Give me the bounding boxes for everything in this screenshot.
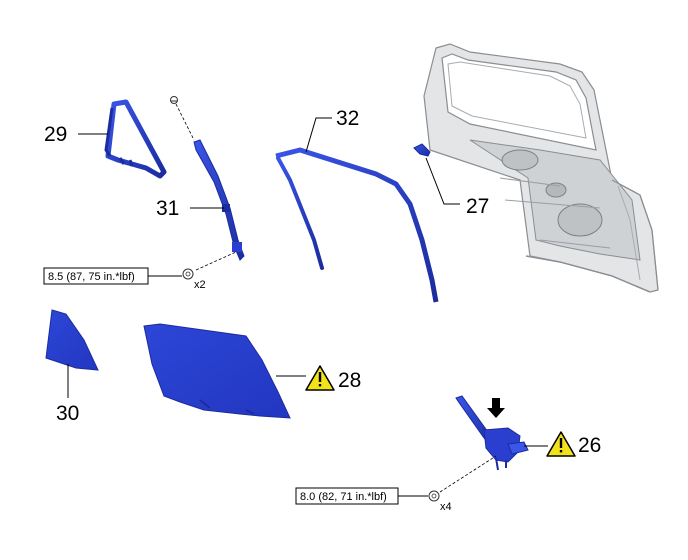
part-26-window-regulator [455,395,529,471]
torque-spec-upper-text: 8.5 (87, 75 in.*lbf) [48,271,135,283]
part-32-glass-run [275,147,439,303]
bolt-guide-line-upper [195,251,237,271]
warning-icon [305,365,335,391]
callout-28: 28 [338,369,361,392]
screw-guide-line [175,103,195,141]
part-27-clip [413,143,431,157]
part-28-door-glass [143,323,291,419]
torque-spec-lower-text: 8.0 (82, 71 in.*lbf) [300,491,387,503]
callout-30: 30 [56,402,79,425]
warning-icon [546,431,576,457]
callout-27: 27 [466,195,489,218]
part-31-division-bar [193,139,245,261]
torque-spec-upper: 8.5 (87, 75 in.*lbf) [43,267,149,285]
leader-line-27 [425,157,460,205]
bolt-guide-line-lower [439,455,497,493]
bolt-icon [428,490,440,502]
torque-spec-lower: 8.0 (82, 71 in.*lbf) [295,487,399,505]
leader-line-32 [305,117,332,153]
bolt-icon [182,268,194,280]
callout-26: 26 [578,434,601,457]
callout-31: 31 [156,197,179,220]
part-29-quarter-window-frame [104,99,167,179]
down-arrow-icon [487,398,505,418]
quantity-lower: x4 [440,501,452,513]
door-panel [423,43,659,293]
screw-icon [170,96,178,104]
part-30-quarter-glass [45,309,99,371]
quantity-upper: x2 [194,279,206,291]
callout-32: 32 [336,107,359,130]
callout-29: 29 [44,123,67,146]
